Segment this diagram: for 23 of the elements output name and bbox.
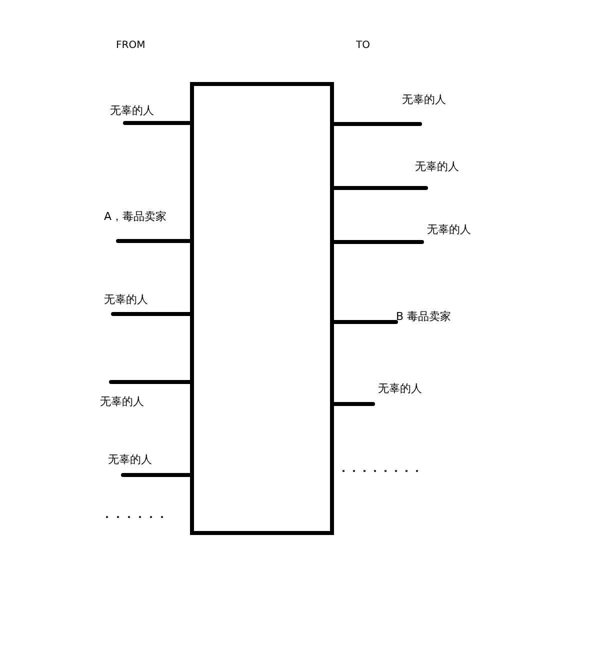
connector-line xyxy=(332,240,424,244)
connector-line xyxy=(332,402,375,406)
column-heading: TO xyxy=(356,39,370,53)
text-label: 无辜的人 xyxy=(100,395,144,408)
text-label: B 毒品卖家 xyxy=(396,310,452,322)
connector-line xyxy=(109,380,192,384)
connector-line xyxy=(332,122,422,126)
connector-line xyxy=(123,121,192,125)
text-label: A，毒品卖家 xyxy=(104,210,167,223)
text-label: 无辜的人 xyxy=(427,223,471,236)
text-label: 无辜的人 xyxy=(402,93,446,106)
connector-line xyxy=(111,312,192,316)
connector-line xyxy=(121,473,192,477)
text-label: 无辜的人 xyxy=(104,293,148,306)
text-label: 无辜的人 xyxy=(108,453,152,466)
text-label: 无辜的人 xyxy=(378,382,422,395)
rectangle-box xyxy=(190,82,334,535)
text-label: 无辜的人 xyxy=(415,160,459,173)
column-heading: FROM xyxy=(116,39,146,53)
text-label: 无辜的人 xyxy=(110,104,154,117)
connector-line xyxy=(332,320,398,324)
connector-line xyxy=(116,239,192,243)
connector-line xyxy=(332,186,428,190)
